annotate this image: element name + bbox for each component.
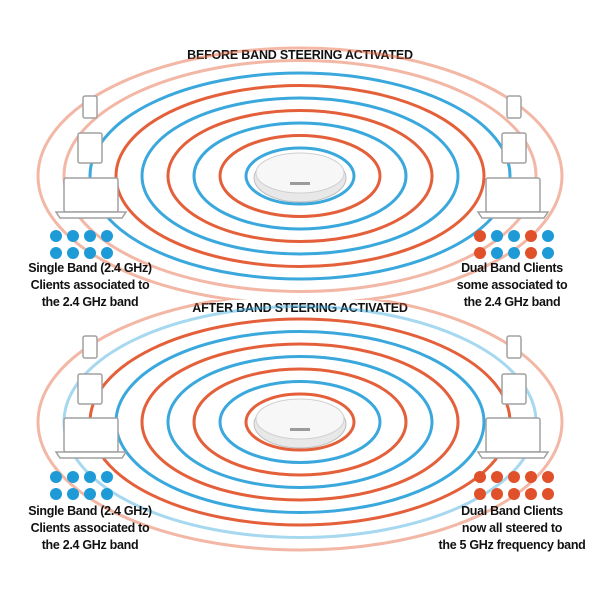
signal-ring: [166, 355, 434, 489]
tablet-icon: [77, 373, 103, 405]
signal-ring: [88, 71, 512, 281]
client-dot: [525, 247, 537, 259]
signal-ring: [36, 300, 564, 552]
client-dot: [508, 230, 520, 242]
client-dot: [474, 471, 486, 483]
caption-line: Single Band (2.4 GHz): [28, 504, 152, 518]
caption-line: now all steered to: [461, 521, 563, 535]
caption-line: Single Band (2.4 GHz): [28, 261, 152, 275]
access-point-icon: [253, 398, 347, 449]
client-dot: [67, 488, 79, 500]
caption-line: Clients associated to: [30, 278, 150, 292]
after-panel: AFTER BAND STEERING ACTIVATED: [0, 300, 600, 600]
client-dot: [542, 471, 554, 483]
after-right-client-dots: [474, 471, 554, 500]
client-dot: [508, 488, 520, 500]
signal-ring: [62, 59, 538, 293]
client-dot: [50, 230, 62, 242]
client-dot: [50, 471, 62, 483]
laptop-icon: [54, 177, 128, 219]
client-dot: [474, 247, 486, 259]
client-dot: [542, 247, 554, 259]
access-point-icon: [253, 152, 347, 203]
laptop-icon: [476, 177, 550, 219]
caption-line: the 2.4 GHz band: [463, 295, 561, 309]
laptop-icon: [54, 417, 128, 459]
signal-ring: [36, 46, 564, 300]
caption-line: Dual Band Clients: [461, 504, 563, 518]
client-dot: [50, 488, 62, 500]
client-dot: [67, 247, 79, 259]
signal-ring: [244, 146, 356, 206]
client-dot: [525, 230, 537, 242]
caption-line: the 2.4 GHz band: [41, 295, 139, 309]
caption-line: the 5 GHz frequency band: [438, 538, 586, 552]
before-right-caption: Dual Band Clients some associated to the…: [436, 260, 588, 311]
client-dot: [525, 488, 537, 500]
client-dot: [67, 471, 79, 483]
client-dot: [542, 230, 554, 242]
signal-ring: [218, 380, 382, 464]
client-dot: [67, 230, 79, 242]
client-dot: [84, 230, 96, 242]
client-dot: [101, 230, 113, 242]
caption-line: some associated to: [456, 278, 568, 292]
after-left-caption: Single Band (2.4 GHz) Clients associated…: [18, 503, 162, 554]
before-graphic: [36, 46, 564, 300]
client-dot: [491, 471, 503, 483]
before-left-client-dots: [50, 230, 113, 259]
signal-ring: [244, 392, 356, 452]
caption-line: Clients associated to: [30, 521, 150, 535]
client-dot: [491, 230, 503, 242]
client-dot: [50, 247, 62, 259]
before-panel: BEFORE BAND STEERING ACTIVATED: [28, 46, 568, 309]
tablet-icon: [77, 132, 103, 164]
client-dot: [101, 247, 113, 259]
client-dot: [84, 471, 96, 483]
signal-ring: [140, 96, 460, 256]
signal-ring: [192, 121, 408, 231]
after-graphic: [36, 300, 564, 552]
client-dot: [508, 471, 520, 483]
client-dot: [101, 471, 113, 483]
after-left-client-dots: [50, 471, 113, 500]
after-title: AFTER BAND STEERING ACTIVATED: [192, 301, 408, 315]
signal-ring: [192, 367, 408, 477]
caption-line: Dual Band Clients: [461, 261, 563, 275]
client-dot: [491, 488, 503, 500]
smartphone-icon: [506, 95, 522, 119]
signal-ring: [166, 109, 434, 243]
client-dot: [542, 488, 554, 500]
before-title: BEFORE BAND STEERING ACTIVATED: [187, 48, 413, 62]
client-dot: [525, 471, 537, 483]
client-dot: [84, 247, 96, 259]
before-right-client-dots: [474, 230, 554, 259]
client-dot: [101, 488, 113, 500]
tablet-icon: [501, 373, 527, 405]
smartphone-icon: [82, 335, 98, 359]
client-dot: [474, 488, 486, 500]
signal-ring: [114, 84, 486, 268]
signal-ring: [218, 134, 382, 218]
client-dot: [84, 488, 96, 500]
laptop-icon: [476, 417, 550, 459]
client-dot: [491, 247, 503, 259]
caption-line: the 2.4 GHz band: [41, 538, 139, 552]
after-right-caption: Dual Band Clients now all steered to the…: [428, 503, 596, 554]
tablet-icon: [501, 132, 527, 164]
smartphone-icon: [82, 95, 98, 119]
client-dot: [474, 230, 486, 242]
client-dot: [508, 247, 520, 259]
before-left-caption: Single Band (2.4 GHz) Clients associated…: [18, 260, 162, 311]
smartphone-icon: [506, 335, 522, 359]
before-signal-rings: [36, 46, 564, 300]
signal-ring: [140, 342, 460, 502]
